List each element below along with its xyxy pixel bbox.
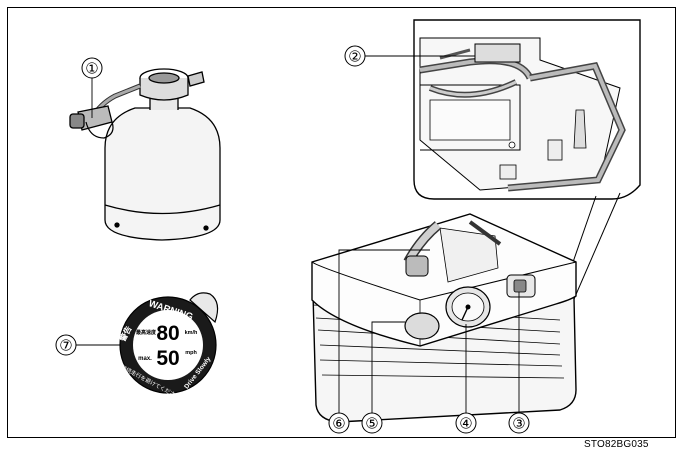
sticker-speed-kmh: 80 <box>156 322 179 345</box>
warning-sticker: WARNING 警告 最高速度 80 km/h max. 50 mph 継続走行… <box>117 292 219 404</box>
callout-2-label: ② <box>348 49 361 66</box>
sticker-limit-jp: 最高速度 <box>136 329 157 336</box>
figure-code: STO82BG035 <box>584 439 649 450</box>
callout-4: ④ <box>455 412 477 434</box>
callout-7-label: ⑦ <box>59 338 72 355</box>
callout-6-label: ⑥ <box>332 416 345 433</box>
callout-3-label: ③ <box>512 416 525 433</box>
callout-1: ① <box>81 57 103 79</box>
sticker-speed-mph: 50 <box>156 347 179 370</box>
sticker-unit-kmh: km/h <box>185 330 198 336</box>
leader-lines <box>76 55 520 413</box>
callout-5-label: ⑤ <box>365 416 378 433</box>
callout-4-label: ④ <box>459 416 472 433</box>
callout-6: ⑥ <box>328 412 350 434</box>
sealant-bottle <box>69 68 221 241</box>
zoom-inset <box>413 19 641 200</box>
compressor-case <box>311 213 577 423</box>
sticker-unit-mph: mph <box>185 350 197 356</box>
callout-7: ⑦ <box>55 334 77 356</box>
callout-5: ⑤ <box>361 412 383 434</box>
figure-frame <box>7 7 676 438</box>
sticker-max-label: max. <box>138 356 152 362</box>
callout-3: ③ <box>508 412 530 434</box>
callout-2: ② <box>344 45 366 67</box>
callout-1-label: ① <box>85 61 98 78</box>
